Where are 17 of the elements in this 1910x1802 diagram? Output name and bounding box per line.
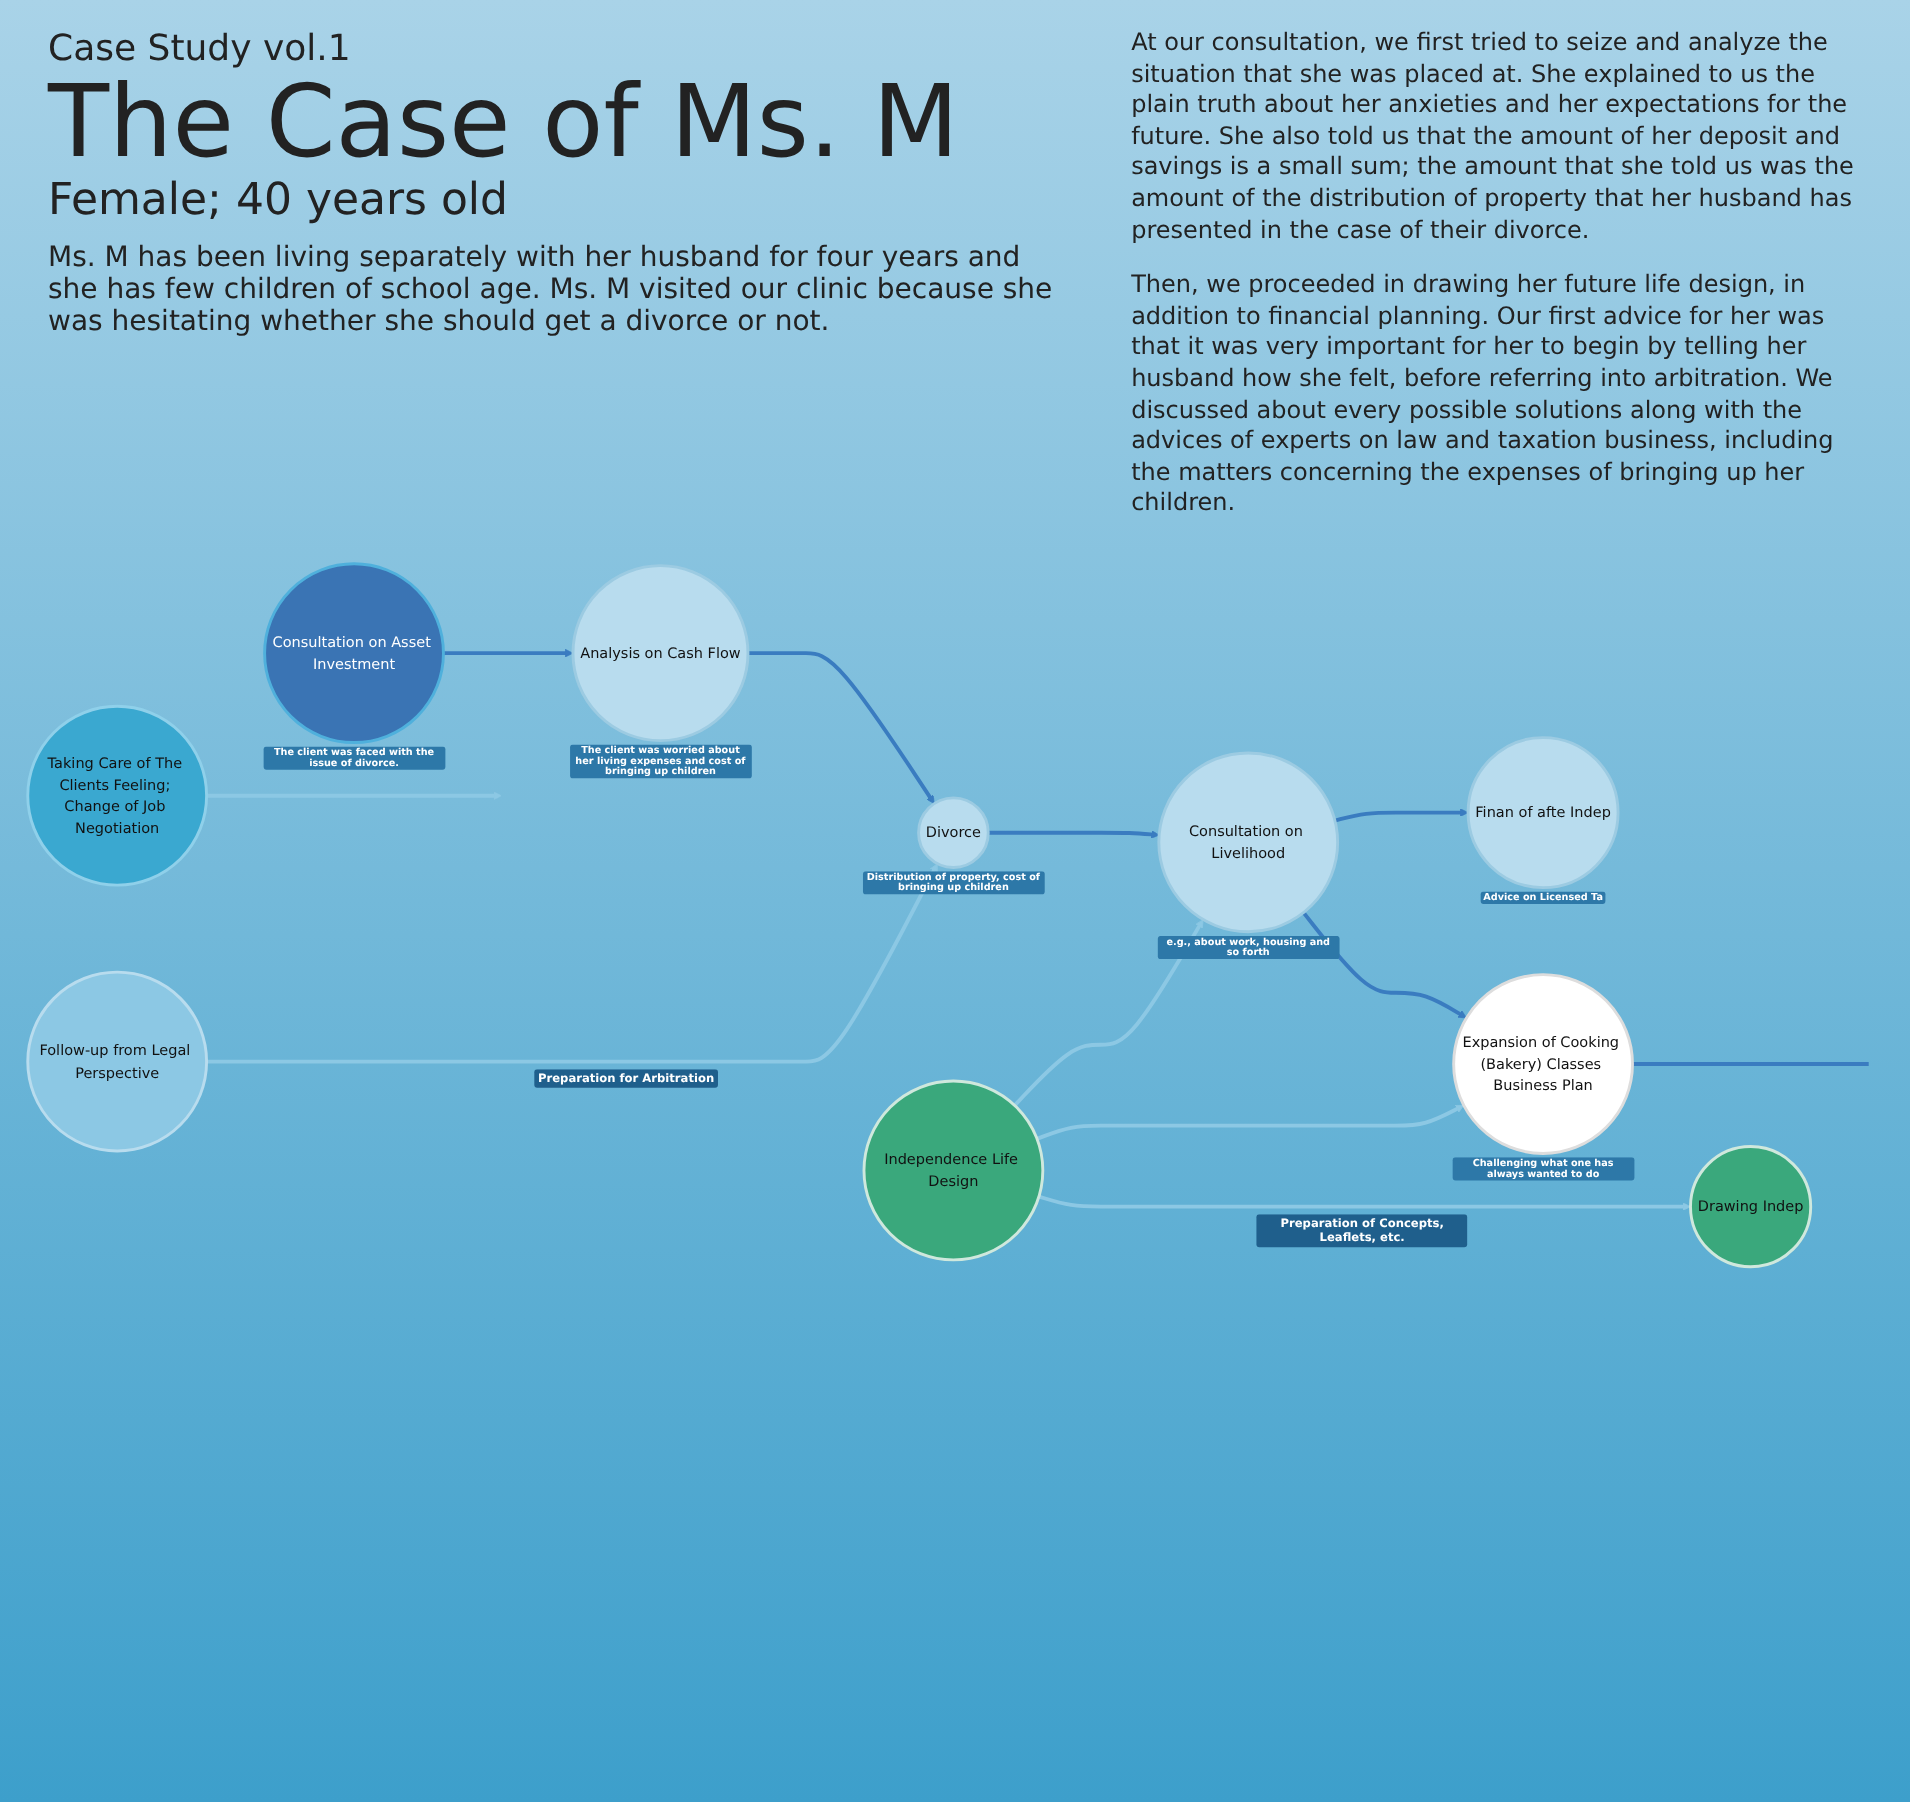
arrow [748,651,935,804]
arrow [1302,911,1467,1019]
subtitle: Female; 40 years old [48,175,511,225]
body-paragraph: Then, we proceeded in drawing her future life design, in addition to financial planning. Our first advice for her was that it was very important for her to begin by telling her husband how she felt, before referring into arbitration. We discussed about every possible solutions along with the advices of experts on law and taxation business, including the matters concerning the expenses of bringing up her children. [1131,270,1836,520]
arrow [1334,808,1469,823]
arrow [443,648,574,658]
arrow [1036,1104,1465,1141]
connector [1632,1061,1869,1066]
series-label: Case Study vol.1 [48,28,353,70]
intro-paragraph: Ms. M has been living separately with her husband for four years and she has few children of school age. Ms. M visited our clinic because she was hesitating whether she should get a divorce or not. [48,241,1055,337]
arrow [1038,1194,1691,1211]
body-paragraph: At our consultation, we first tried to seize and analyze the situation that she was placed at. She explained to us the plain truth about her anxieties and her expectations for the future. She also told us that the amount of her deposit and savings is a small sum; the amount that she told us was the amount of the distribution of property that her husband has presented in the case of their divorce. [1131,28,1856,247]
arrow [206,863,938,1064]
arrow [1013,918,1204,1107]
arrow [988,830,1160,839]
arrow [206,791,502,800]
title: The Case of Ms. M [48,70,961,175]
